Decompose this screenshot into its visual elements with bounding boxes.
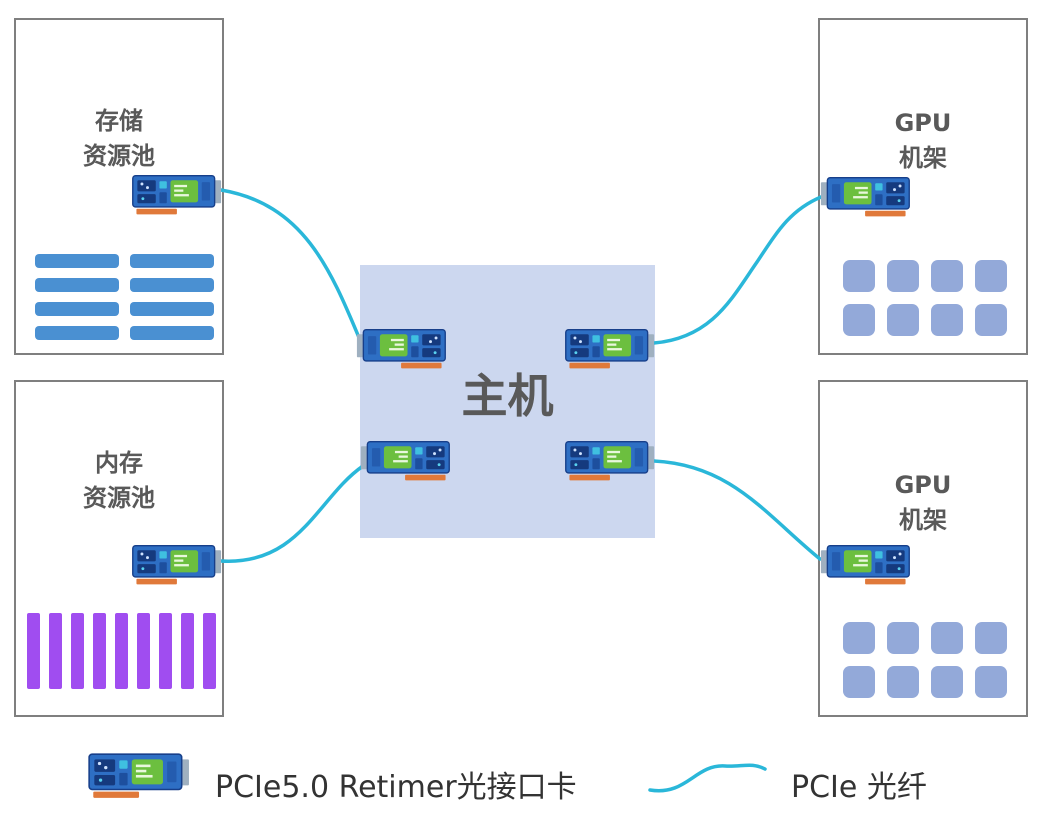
memory-pool-label-line2: 资源池 xyxy=(83,483,155,512)
host-label: 主机 xyxy=(461,368,554,423)
retimer-card-icon-storage xyxy=(130,172,222,218)
memory-bar xyxy=(115,613,128,689)
gpu-rack-bottom-label-line1: GPU xyxy=(894,471,952,499)
storage-bar xyxy=(130,302,214,316)
retimer-card-icon-host-bottom-left xyxy=(360,438,452,484)
retimer-card-icon-host-bottom-right xyxy=(563,438,655,484)
legend-retimer-card-icon xyxy=(86,750,190,802)
gpu-unit xyxy=(887,304,919,336)
memory-dimm-bars xyxy=(27,613,216,689)
gpu-rack-top-label-line1: GPU xyxy=(894,109,952,137)
storage-pool-label-line2: 资源池 xyxy=(83,141,155,170)
memory-bar xyxy=(93,613,106,689)
storage-bar xyxy=(130,278,214,292)
memory-bar xyxy=(49,613,62,689)
retimer-card-icon-gpu-top xyxy=(820,174,912,220)
legend-fiber-icon xyxy=(648,763,767,793)
retimer-card-icon-host-top-left xyxy=(356,326,448,372)
gpu-unit xyxy=(975,666,1007,698)
memory-bar xyxy=(181,613,194,689)
gpu-unit xyxy=(931,260,963,292)
retimer-card-icon-memory xyxy=(130,542,222,588)
fiber-memory-to-host xyxy=(219,464,365,563)
gpu-unit xyxy=(931,666,963,698)
storage-disk-bars xyxy=(35,254,214,340)
gpu-unit xyxy=(843,666,875,698)
fiber-host-to-gpu-top xyxy=(652,195,823,345)
gpu-unit xyxy=(843,304,875,336)
memory-bar xyxy=(137,613,150,689)
memory-pool-label-line1: 内存 xyxy=(95,449,143,477)
storage-bar xyxy=(35,326,119,340)
gpu-rack-bottom-label-line2: 机架 xyxy=(899,505,947,534)
gpu-unit xyxy=(975,304,1007,336)
legend-retimer-card-label: PCIe5.0 Retimer光接口卡 xyxy=(215,770,577,805)
gpu-unit xyxy=(887,260,919,292)
gpu-rack-top-label: GPU 机架 xyxy=(820,106,1026,176)
storage-pool-label: 存储 资源池 xyxy=(16,104,222,174)
gpu-unit xyxy=(975,260,1007,292)
gpu-unit xyxy=(887,666,919,698)
memory-pool-label: 内存 资源池 xyxy=(16,446,222,516)
retimer-card-icon-host-top-right xyxy=(563,326,655,372)
gpu-unit xyxy=(931,304,963,336)
storage-bar xyxy=(35,278,119,292)
gpu-unit xyxy=(931,622,963,654)
gpu-unit xyxy=(887,622,919,654)
retimer-card-icon-gpu-bottom xyxy=(820,542,912,588)
memory-bar xyxy=(27,613,40,689)
storage-bar xyxy=(35,254,119,268)
storage-bar xyxy=(130,326,214,340)
gpu-units-bottom xyxy=(843,622,1007,698)
gpu-units-top xyxy=(843,260,1007,336)
legend-fiber-label: PCIe 光纤 xyxy=(791,770,927,805)
memory-bar xyxy=(71,613,84,689)
gpu-unit xyxy=(843,622,875,654)
gpu-rack-bottom-label: GPU 机架 xyxy=(820,468,1026,538)
memory-bar xyxy=(203,613,216,689)
memory-bar xyxy=(159,613,172,689)
fiber-storage-to-host xyxy=(219,188,362,342)
host-box: 主机 xyxy=(360,265,655,538)
gpu-unit xyxy=(975,622,1007,654)
gpu-rack-top-label-line2: 机架 xyxy=(899,143,947,172)
gpu-unit xyxy=(843,260,875,292)
storage-pool-label-line1: 存储 xyxy=(95,107,143,135)
fiber-host-to-gpu-bottom xyxy=(652,459,822,561)
storage-bar xyxy=(35,302,119,316)
storage-bar xyxy=(130,254,214,268)
